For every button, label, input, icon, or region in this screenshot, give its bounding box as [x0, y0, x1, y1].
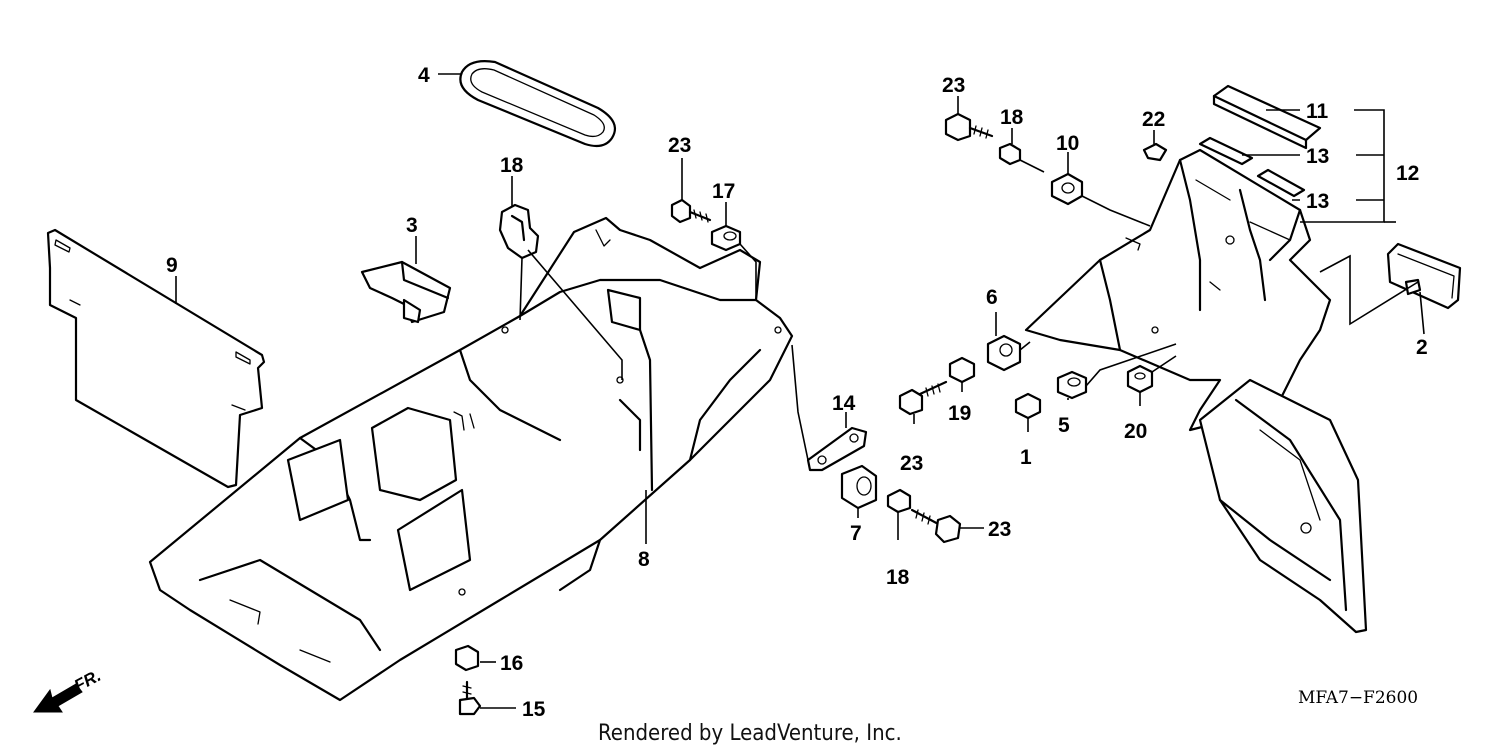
- callout-5[interactable]: 5: [1058, 414, 1070, 437]
- part-8-inner-fender: [148, 216, 794, 702]
- callout-7[interactable]: 7: [850, 522, 862, 545]
- part-23-bolt-mid: [898, 380, 948, 416]
- part-18-collar-mid: [948, 356, 976, 384]
- callout-17[interactable]: 17: [712, 180, 735, 203]
- callout-10[interactable]: 10: [1056, 132, 1079, 155]
- callout-13-lower[interactable]: 13: [1306, 190, 1329, 213]
- callout-23-mid[interactable]: 23: [900, 452, 923, 475]
- part-13-pad-upper: [1198, 136, 1254, 166]
- callout-19[interactable]: 18: [500, 154, 524, 177]
- part-17-collar: [710, 224, 742, 252]
- part-2-reflector: [1386, 242, 1462, 310]
- part-22-nut: [1126, 364, 1154, 394]
- callout-18-lower[interactable]: 18: [886, 566, 910, 589]
- part-18-collar-lower: [886, 488, 912, 514]
- callout-15[interactable]: 15: [522, 698, 546, 721]
- callout-3[interactable]: 3: [406, 214, 418, 237]
- part-21-bolt: [670, 198, 712, 224]
- part-3-bracket: [360, 260, 452, 324]
- part-4-gasket: [459, 60, 616, 148]
- part-10-grommet: [1050, 172, 1084, 206]
- diagram-code: MFA7−F2600: [1298, 688, 1418, 708]
- callout-1[interactable]: 1: [1020, 446, 1032, 469]
- callout-22[interactable]: 20: [1124, 420, 1147, 443]
- part-6-grommet: [986, 334, 1022, 372]
- part-19-clip: [498, 203, 540, 260]
- callout-21[interactable]: 23: [668, 134, 691, 157]
- callout-11[interactable]: 11: [1306, 100, 1329, 123]
- part-20-clip: [1142, 142, 1168, 162]
- callout-14[interactable]: 14: [832, 392, 856, 415]
- callout-18-upper[interactable]: 18: [1000, 106, 1024, 129]
- callout-16[interactable]: 16: [500, 652, 523, 675]
- part-9-plate: [46, 228, 266, 489]
- credit-line: Rendered by LeadVenture, Inc.: [598, 721, 902, 746]
- front-arrow-icon: [33, 683, 83, 713]
- callout-23-lower[interactable]: 23: [988, 518, 1011, 541]
- front-direction-marker: FR.: [33, 666, 104, 713]
- callout-9[interactable]: 9: [166, 254, 178, 277]
- callout-4[interactable]: 4: [418, 64, 430, 87]
- leader-lines: [175, 73, 1425, 709]
- part-18-collar-upper: [998, 142, 1022, 166]
- callout-labels: 4 9 3 18 23 17 8 14 7 18 23 16 15 23 18 …: [166, 64, 1428, 721]
- callout-18-mid[interactable]: 19: [948, 402, 971, 425]
- callout-8[interactable]: 8: [638, 548, 650, 571]
- part-5-grommet: [1056, 370, 1088, 400]
- callout-2[interactable]: 2: [1416, 336, 1428, 359]
- callout-12[interactable]: 12: [1396, 162, 1419, 185]
- part-1-collar: [1014, 392, 1042, 420]
- callout-23-upper[interactable]: 23: [942, 74, 965, 97]
- callout-13-upper[interactable]: 13: [1306, 145, 1329, 168]
- callout-20[interactable]: 22: [1142, 108, 1165, 131]
- part-14-bracket: [806, 426, 868, 472]
- callout-6[interactable]: 6: [986, 286, 998, 309]
- part-13-pad-lower: [1256, 168, 1306, 198]
- part-15-screw: [458, 680, 482, 716]
- part-12-rear-fender: [1024, 148, 1368, 634]
- part-7-grommet: [840, 464, 878, 510]
- part-16-nut: [454, 644, 480, 672]
- part-23-bolt-lower: [910, 508, 962, 544]
- part-11-strip: [1212, 84, 1322, 150]
- part-23-bolt-upper: [944, 112, 994, 142]
